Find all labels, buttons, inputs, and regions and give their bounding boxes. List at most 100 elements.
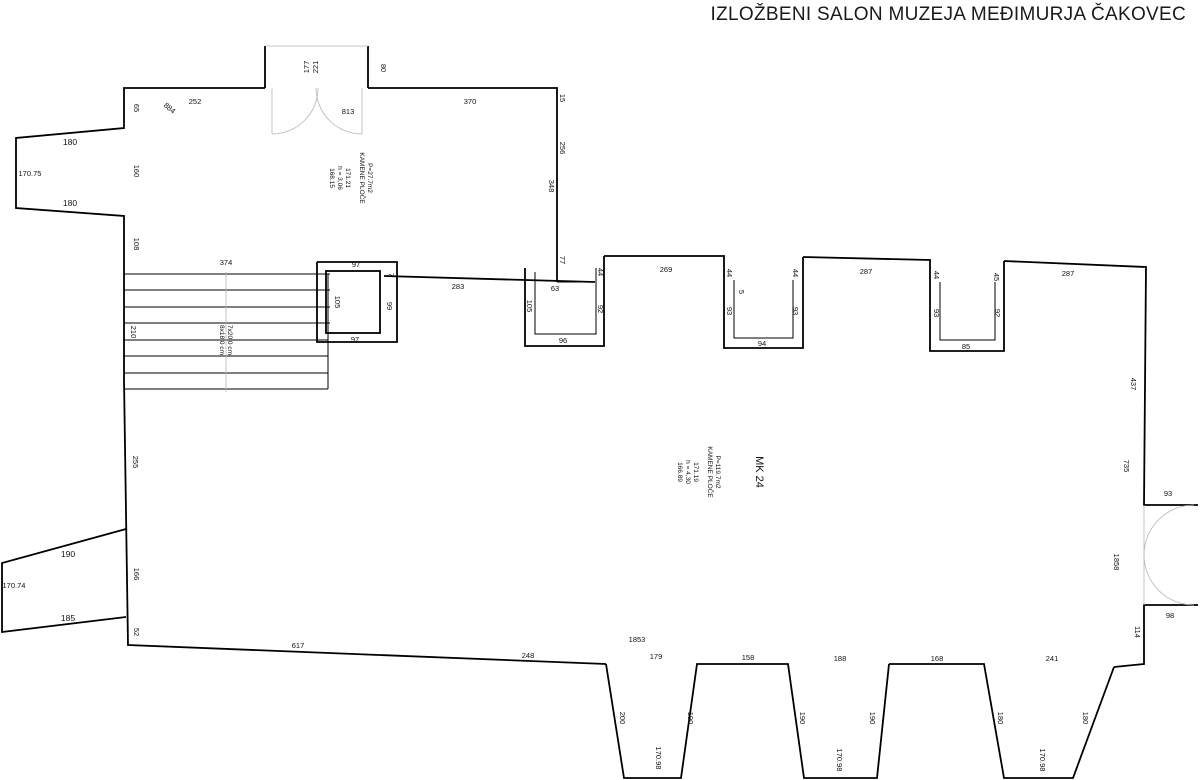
entrance-door <box>271 87 363 135</box>
dim-label: 221 <box>311 61 320 74</box>
dim-label: 170.75 <box>19 169 42 178</box>
dim-label: 92 <box>596 305 605 313</box>
dim-label: 256 <box>558 142 567 155</box>
dim-label: 185 <box>61 613 75 623</box>
dim-label: 97 <box>351 335 359 344</box>
dim-label: 93 <box>791 307 800 315</box>
dim-label: 160 <box>132 165 141 178</box>
dim-label: 94 <box>758 339 766 348</box>
dim-label: 93 <box>1164 489 1172 498</box>
dim-label: 437 <box>1129 378 1138 391</box>
dim-label: 93 <box>725 307 734 315</box>
stair-steps-b: 8x18,0 cm <box>218 325 225 355</box>
drawing-title: IZLOŽBENI SALON MUZEJA MEĐIMURJA ČAKOVEC <box>710 4 1186 25</box>
dim-label: 177 <box>302 61 311 74</box>
stair-steps-a: 7x20,0 cm <box>226 325 233 355</box>
room-main-label: P=119.7m2 KAMENE PLOČE 171.19 h = 4,30 1… <box>676 446 721 498</box>
dim-label: 190 <box>61 549 75 559</box>
main-hall-left-wall <box>123 272 607 665</box>
stair-label: 7x20,0 cm 8x18,0 cm <box>218 325 233 355</box>
dim-label: 283 <box>452 282 465 291</box>
dim-label: 190 <box>686 712 695 725</box>
alcove-3-inner <box>939 282 996 341</box>
dim-label: 158 <box>742 653 755 662</box>
dim-label: 617 <box>292 641 305 650</box>
dim-label: 269 <box>660 265 673 274</box>
dim-label: 52 <box>132 628 141 636</box>
room-small-label: P=27.7m2 KAMENE PLOČE 171.21 h = 3,06 16… <box>328 152 373 204</box>
dim-label: 166 <box>132 568 141 581</box>
dim-label: 374 <box>220 258 233 267</box>
dim-label: 63 <box>551 284 559 293</box>
dim-label: 105 <box>525 300 534 313</box>
dim-label: 252 <box>189 97 202 106</box>
dim-label: 241 <box>1046 654 1059 663</box>
bottom-niche-1 <box>605 663 890 779</box>
dim-label: 65 <box>132 104 141 112</box>
dim-label: 210 <box>129 326 138 339</box>
dim-label: 114 <box>1133 626 1142 638</box>
top-wall-1 <box>604 255 804 349</box>
column-block <box>316 261 398 343</box>
dim-label: 98 <box>1166 611 1174 620</box>
room-main-level-top: 171.19 <box>692 462 699 482</box>
column-outer <box>316 261 398 343</box>
room-small-floor: KAMENE PLOČE <box>358 152 367 204</box>
dim-label: 15 <box>558 94 567 102</box>
room-main-level-bottom: 166.89 <box>676 462 683 482</box>
dim-label: 5 <box>737 290 746 294</box>
dim-label: 180 <box>996 712 1005 725</box>
dimensions-horizontal: 252 813 370 180 170.75 180 374 97 97 283… <box>3 97 1175 663</box>
dim-label: 813 <box>342 107 355 116</box>
upper-room-wall <box>15 87 265 272</box>
dim-label: 93 <box>932 309 941 317</box>
dim-label: 370 <box>464 97 477 106</box>
dim-label: 1853 <box>629 635 646 644</box>
alcove-1-inner <box>534 268 597 335</box>
dim-label: 255 <box>131 456 140 469</box>
main-hall-right-wall-lower <box>1113 604 1198 668</box>
dim-label: 96 <box>559 336 567 345</box>
room-main-height: h = 4,30 <box>684 460 691 484</box>
dim-label: 190 <box>798 712 807 725</box>
dim-label: 105 <box>333 296 342 309</box>
room-small-level-top: 171.21 <box>344 168 351 188</box>
alcove-1 <box>524 256 605 347</box>
room-main-area: P=119.7m2 <box>714 456 721 489</box>
column-inner <box>325 270 381 334</box>
staircase <box>124 272 330 392</box>
dim-label: 188 <box>834 654 847 663</box>
dim-label: 179 <box>650 652 663 661</box>
room-small-area: P=27.7m2 <box>366 163 373 193</box>
alcove-2-inner <box>733 280 794 339</box>
walls <box>1 45 1198 779</box>
dim-label: 884 <box>162 101 177 116</box>
dim-label: 85 <box>962 342 970 351</box>
dim-label: 99 <box>385 302 394 310</box>
dim-label: 170.98 <box>835 749 844 772</box>
room-small-level-bottom: 168.15 <box>328 168 335 188</box>
room-main-tag: MK 24 <box>753 456 765 488</box>
left-niche <box>1 528 127 634</box>
entrance-door-swing-right <box>315 87 363 135</box>
dim-label: 44 <box>932 271 941 279</box>
dim-label: 80 <box>379 64 388 72</box>
dim-label: 180 <box>63 137 77 147</box>
dim-label: 108 <box>132 238 141 251</box>
dim-label: 168 <box>931 654 944 663</box>
dim-label: 7 <box>387 273 396 277</box>
dim-label: 735 <box>1122 460 1131 473</box>
room-main-floor: KAMENE PLOČE <box>706 446 715 498</box>
dim-label: 170.74 <box>3 581 26 590</box>
right-door-swing-2 <box>1143 554 1195 606</box>
dim-label: 77 <box>558 256 567 264</box>
upper-room-right-wall <box>368 87 558 282</box>
dim-label: 200 <box>618 712 627 725</box>
dim-label: 44 <box>725 269 734 277</box>
right-door-swing-1 <box>1143 504 1195 556</box>
dim-label: 44 <box>791 269 800 277</box>
bottom-niche-2 <box>889 663 1115 779</box>
entrance-door-swing-left <box>271 87 319 135</box>
dim-label: 348 <box>547 180 556 193</box>
